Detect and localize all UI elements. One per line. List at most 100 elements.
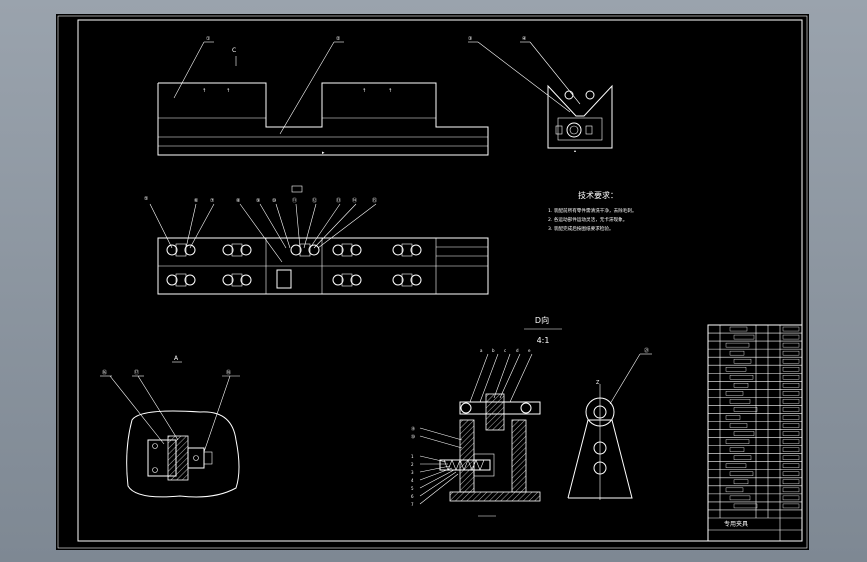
end-view-vblock: ③ ④ ▴ — [468, 36, 613, 153]
svg-text:⑰: ⑰ — [134, 369, 139, 376]
parts-list-cell-text — [729, 471, 754, 476]
svg-text:②: ② — [336, 36, 341, 42]
svg-text:e: e — [528, 348, 531, 353]
side-view-bracket: ㉑ Z — [567, 347, 652, 500]
parts-list-cell-text — [729, 326, 748, 332]
section-a-label: A — [174, 355, 179, 362]
svg-text:↑: ↑ — [388, 88, 392, 94]
parts-list-cell-material — [782, 455, 800, 460]
parts-list-cell-text — [725, 391, 744, 396]
svg-text:⑭: ⑭ — [352, 197, 357, 204]
svg-text:↑: ↑ — [226, 88, 230, 94]
svg-text:⑥: ⑥ — [194, 198, 199, 204]
outer-frame — [57, 15, 808, 549]
parts-list-cell-text — [733, 455, 752, 460]
svg-text:⑯: ⑯ — [102, 369, 107, 376]
parts-list-cell-text — [733, 407, 758, 412]
svg-text:▸: ▸ — [322, 150, 325, 156]
svg-text:⑫: ⑫ — [312, 197, 317, 204]
parts-list-cell-text — [733, 358, 752, 364]
svg-text:⑮: ⑮ — [372, 197, 377, 204]
parts-list-cell-material — [782, 367, 800, 372]
parts-list-cell-text — [725, 342, 750, 348]
parts-list-cell-text — [733, 479, 749, 485]
parts-list-cell-material — [782, 487, 800, 493]
parts-list-cell-material — [782, 471, 800, 476]
parts-list-cell-text — [733, 431, 755, 436]
section-c-label: C — [232, 47, 236, 54]
svg-text:↑: ↑ — [362, 88, 366, 94]
technical-notes: 技术要求： 1. 装配前所有零件需清洗干净，去除毛刺。 2. 各运动部件运动灵活… — [548, 190, 637, 232]
svg-text:a: a — [480, 348, 483, 353]
svg-text:⑳: ⑳ — [411, 433, 415, 439]
parts-list-cell-material — [782, 407, 800, 412]
svg-text:↑: ↑ — [202, 88, 206, 94]
parts-list-cell-material — [782, 399, 800, 404]
parts-list-cell-text — [729, 495, 751, 501]
svg-text:7: 7 — [411, 502, 414, 507]
svg-text:⑬: ⑬ — [336, 197, 341, 204]
parts-list-cell-material — [782, 383, 800, 388]
notes-line-2: 2. 各运动部件运动灵活，无卡滞现象。 — [548, 216, 627, 223]
parts-list-cell-material — [782, 495, 800, 501]
svg-text:1: 1 — [411, 454, 414, 459]
parts-list-cell-material — [782, 391, 800, 396]
parts-list-cell-text — [733, 334, 755, 340]
svg-text:3: 3 — [411, 470, 414, 475]
parts-list-cell-text — [725, 439, 750, 444]
parts-list-cell-text — [733, 503, 758, 509]
svg-text:⑨: ⑨ — [256, 198, 260, 204]
parts-list-cell-material — [782, 334, 800, 340]
parts-list-cell-material — [782, 503, 800, 509]
parts-list-cell-text — [733, 383, 749, 388]
svg-text:⑩: ⑩ — [272, 198, 277, 204]
notes-line-1: 1. 装配前所有零件需清洗干净，去除毛刺。 — [548, 207, 637, 214]
svg-text:⑦: ⑦ — [210, 198, 215, 204]
parts-list-cell-material — [782, 358, 800, 364]
svg-text:b: b — [492, 348, 495, 353]
notes-line-3: 3. 装配完成后按图纸要求检验。 — [548, 225, 614, 232]
parts-list-cell-material — [782, 479, 800, 485]
svg-text:⑧: ⑧ — [236, 198, 241, 204]
svg-text:d: d — [516, 348, 519, 353]
parts-list-cell-text — [729, 399, 751, 404]
svg-text:Z: Z — [596, 380, 600, 386]
parts-list-cell-material — [782, 415, 800, 420]
svg-text:2: 2 — [411, 462, 414, 467]
parts-list-cell-text — [725, 415, 741, 420]
parts-list-cell-text — [725, 463, 747, 468]
notes-title: 技术要求： — [578, 190, 618, 200]
parts-list-cell-text — [725, 487, 744, 493]
parts-list-cell-material — [782, 350, 800, 356]
svg-text:⑪: ⑪ — [292, 197, 297, 204]
main-view-rail: ① ② C ↑ ↑ ↑ ↑ ▸ — [157, 36, 489, 156]
plan-view: ⑤ ⑥ ⑦ ⑧ ⑨ ⑩ ⑪ ⑫ ⑬ ⑭ ⑮ — [144, 185, 489, 295]
svg-text:4: 4 — [411, 478, 414, 483]
inner-frame — [77, 19, 803, 542]
parts-list-cell-text — [729, 350, 745, 356]
parts-list-cell-material — [782, 326, 800, 332]
parts-list-cell-text — [729, 423, 748, 428]
d-view-label: D向 — [535, 315, 549, 325]
svg-text:⑤: ⑤ — [144, 196, 148, 202]
parts-list-cell-material — [782, 439, 800, 444]
svg-text:㉑: ㉑ — [644, 347, 649, 354]
svg-text:④: ④ — [522, 36, 527, 42]
svg-text:6: 6 — [411, 494, 414, 499]
parts-list-cell-material — [782, 463, 800, 468]
svg-text:⑲: ⑲ — [411, 425, 415, 431]
parts-list-table: 专用夹具 — [707, 324, 803, 542]
parts-list-cell-text — [729, 375, 754, 380]
d-view-header: D向 4:1 — [524, 315, 562, 345]
parts-list-cell-material — [782, 447, 800, 452]
parts-list-cell-material — [782, 431, 800, 436]
d-view-scale: 4:1 — [537, 336, 550, 345]
title-block-name: 专用夹具 — [724, 520, 748, 528]
svg-text:⑱: ⑱ — [226, 369, 231, 376]
parts-list-cell-text — [729, 447, 745, 452]
parts-list-cell-material — [782, 342, 800, 348]
detail-view-a: ⑯ ⑰ ⑱ A — [100, 355, 240, 498]
